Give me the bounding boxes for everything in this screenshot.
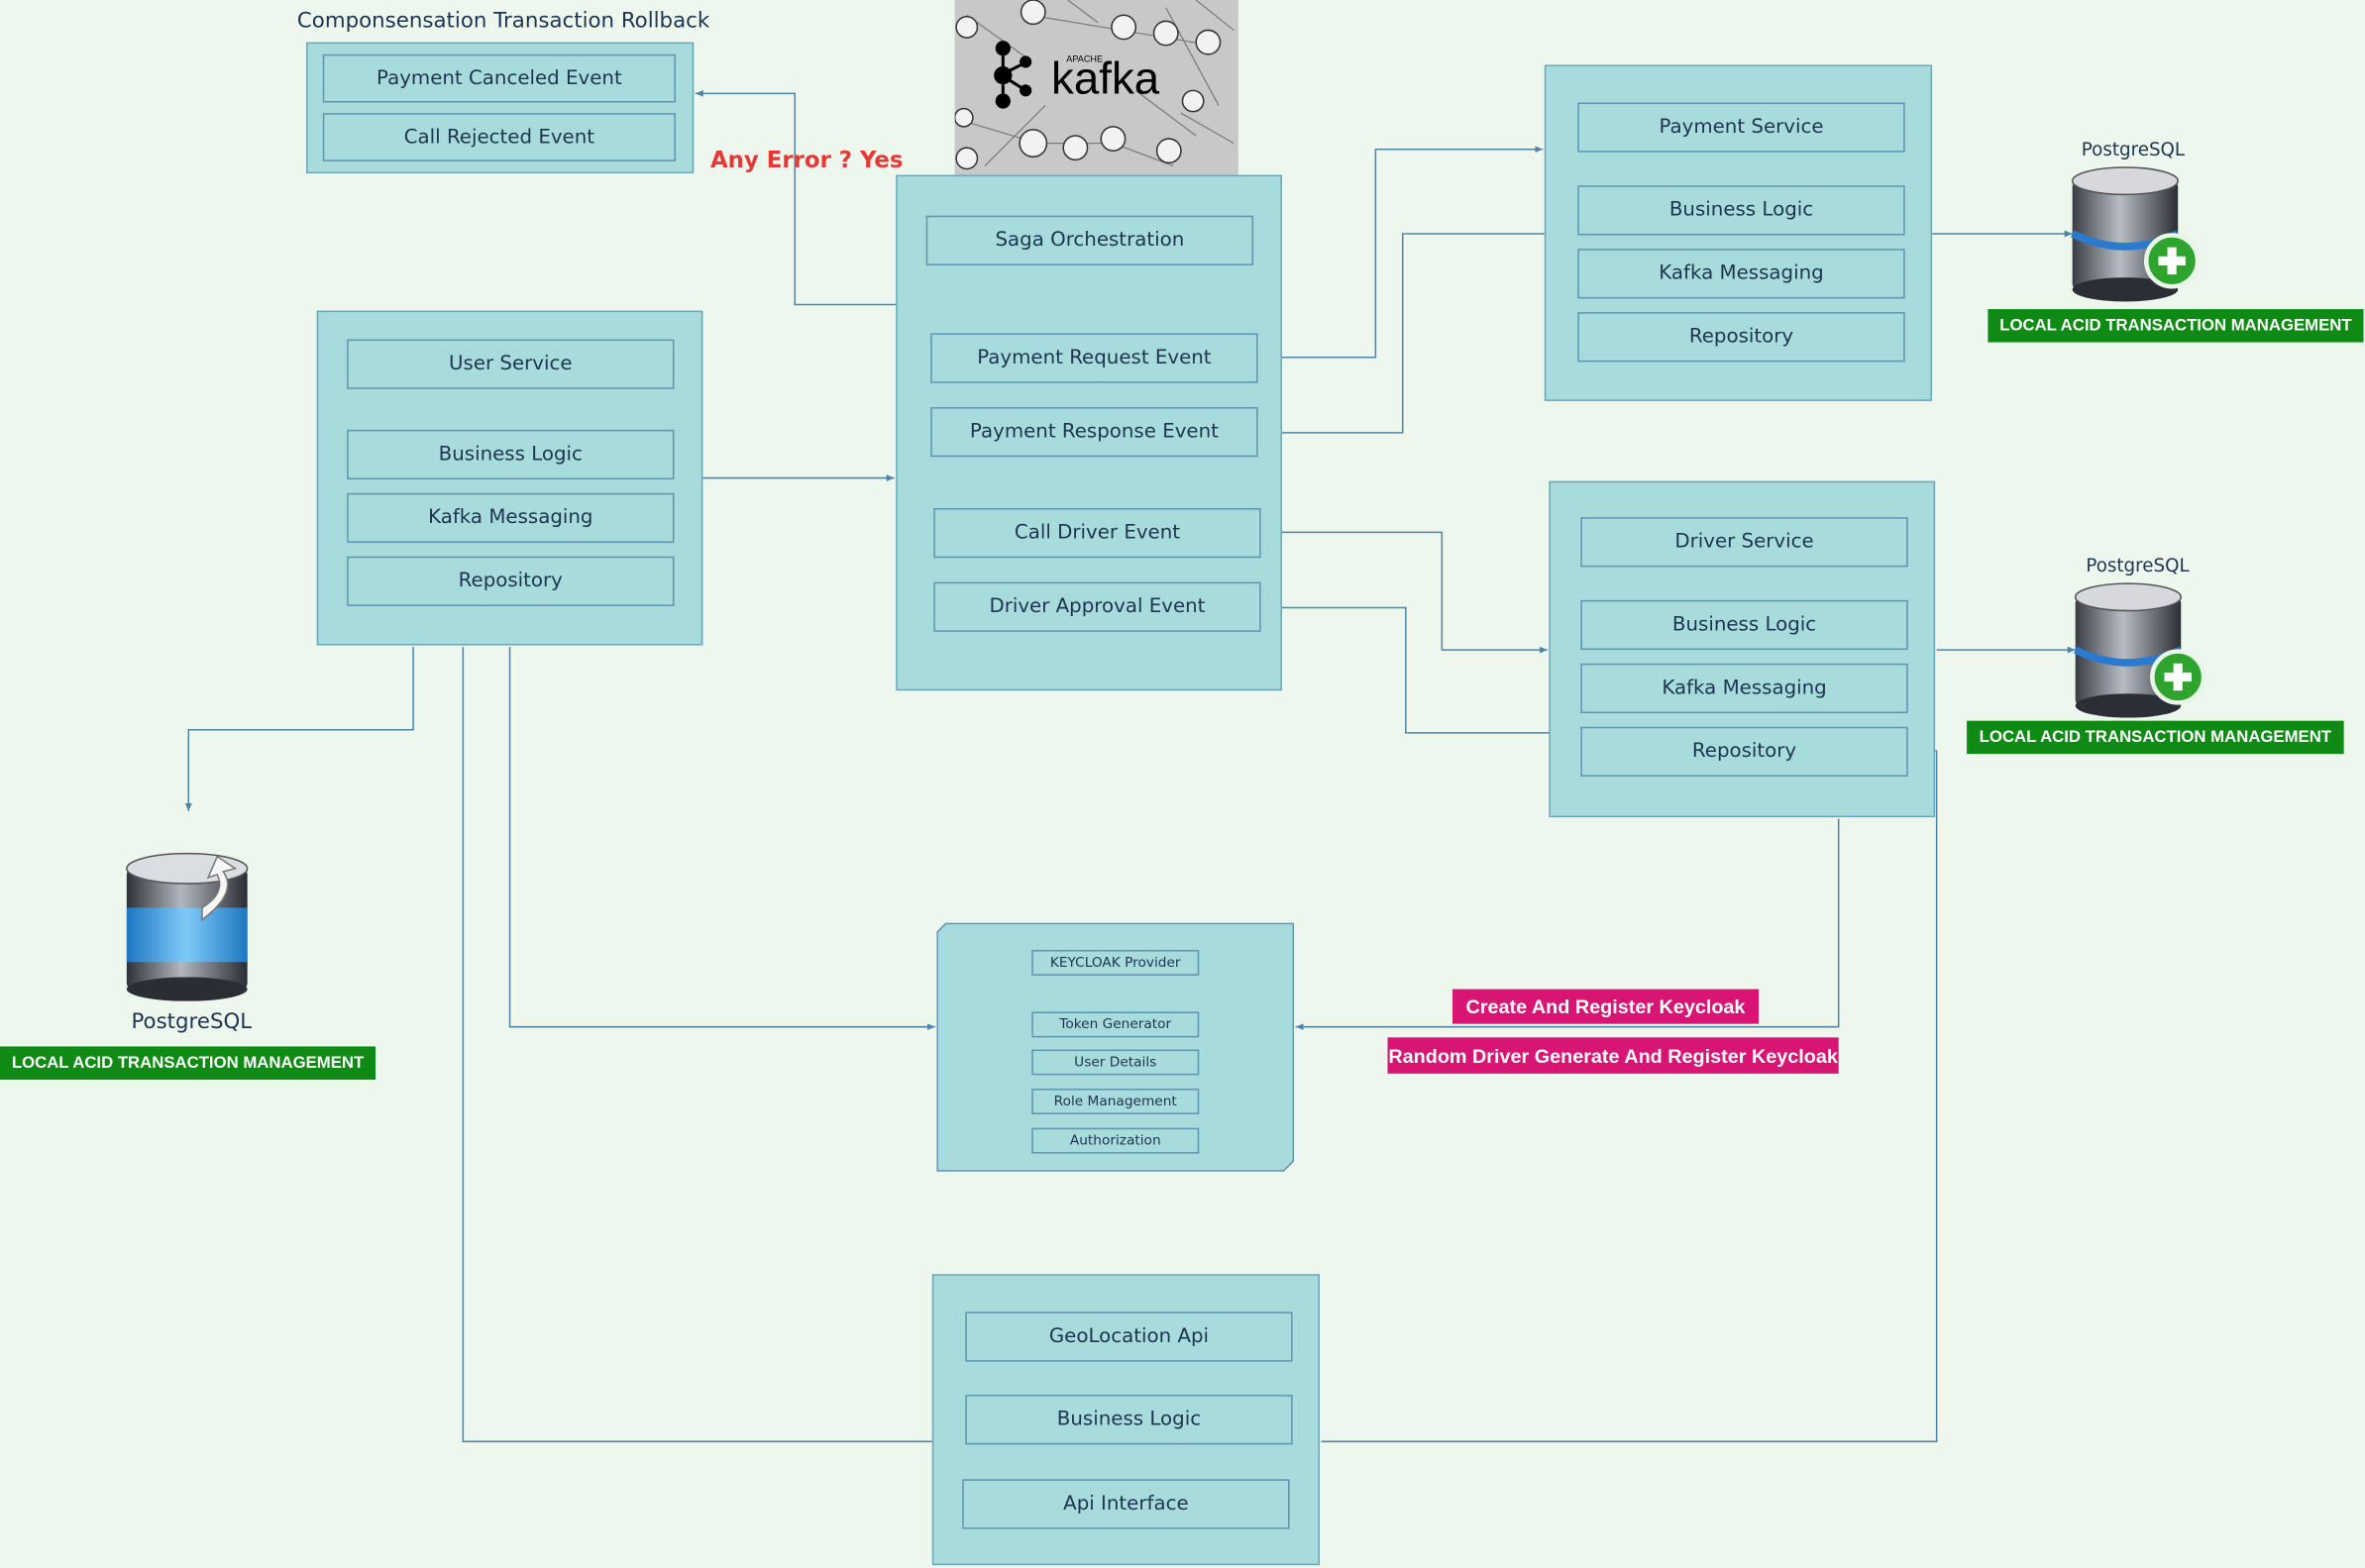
payment-canceled-event: Payment Canceled Event	[322, 53, 676, 103]
driver-repository: Repository	[1580, 726, 1908, 777]
payment-request-event: Payment Request Event	[930, 333, 1258, 383]
user-db-badge: LOCAL ACID TRANSACTION MANAGEMENT	[0, 1046, 376, 1080]
user-details: User Details	[1031, 1049, 1200, 1076]
saga-orchestration-title: Saga Orchestration	[925, 215, 1254, 265]
user-kafka-messaging: Kafka Messaging	[347, 492, 675, 544]
driver-business-logic: Business Logic	[1580, 599, 1908, 651]
payment-service-title: Payment Service	[1577, 102, 1905, 153]
geo-business-logic: Business Logic	[965, 1395, 1293, 1445]
user-service-title: User Service	[347, 339, 675, 389]
user-repository: Repository	[347, 556, 675, 606]
payment-response-event: Payment Response Event	[930, 407, 1258, 458]
driver-db-badge: LOCAL ACID TRANSACTION MANAGEMENT	[1967, 720, 2344, 755]
edge-driver-keycloak	[1295, 818, 1840, 1031]
edge-saga-to-rollback	[695, 89, 897, 306]
api-interface: Api Interface	[962, 1479, 1290, 1529]
role-management: Role Management	[1031, 1089, 1200, 1114]
kafka-logo: APACHE kafka	[954, 0, 1238, 175]
edge-call-driver	[1260, 531, 1548, 654]
random-driver-keycloak-label: Random Driver Generate And Register Keyc…	[1387, 1037, 1839, 1074]
edge-driver-approval	[1262, 604, 1550, 734]
payment-business-logic: Business Logic	[1577, 185, 1905, 236]
authorization: Authorization	[1031, 1127, 1200, 1154]
user-db-icon	[118, 848, 263, 1001]
payment-db-label: PostgreSQL	[2081, 139, 2186, 160]
edge-payment-response	[1259, 233, 1545, 437]
payment-db-icon	[2067, 165, 2203, 302]
keycloak-provider: KEYCLOAK Provider	[1031, 950, 1200, 976]
kafka-brand-text: kafka	[1051, 52, 1160, 103]
call-rejected-event: Call Rejected Event	[322, 113, 676, 161]
edge-driver-geo	[1321, 750, 1938, 1443]
edge-payment-request	[1257, 146, 1544, 359]
driver-approval-event: Driver Approval Event	[933, 581, 1261, 632]
edge-user-geo	[462, 647, 932, 1443]
edge-user-db	[184, 647, 414, 811]
kafka-apache-text: APACHE	[1066, 53, 1103, 63]
user-business-logic: Business Logic	[347, 429, 675, 480]
payment-kafka-messaging: Kafka Messaging	[1577, 249, 1905, 299]
driver-db-label: PostgreSQL	[2086, 555, 2190, 576]
kafka-network-icon: APACHE kafka	[954, 0, 1235, 170]
call-driver-event: Call Driver Event	[933, 508, 1261, 559]
geolocation-api-title: GeoLocation Api	[965, 1311, 1293, 1362]
payment-db-badge: LOCAL ACID TRANSACTION MANAGEMENT	[1988, 309, 2364, 343]
keycloak-panel	[936, 922, 1295, 1172]
edge-user-keycloak	[508, 647, 935, 1031]
driver-kafka-messaging: Kafka Messaging	[1580, 663, 1908, 714]
driver-db-icon	[2070, 582, 2206, 718]
create-register-keycloak-label: Create And Register Keycloak	[1451, 989, 1760, 1024]
payment-repository: Repository	[1577, 312, 1905, 363]
rollback-title: Componsensation Transaction Rollback	[296, 9, 710, 34]
error-condition-label: Any Error ? Yes	[710, 146, 904, 174]
user-db-label: PostgreSQL	[131, 1009, 253, 1035]
token-generator: Token Generator	[1031, 1011, 1200, 1038]
driver-service-title: Driver Service	[1580, 517, 1908, 568]
